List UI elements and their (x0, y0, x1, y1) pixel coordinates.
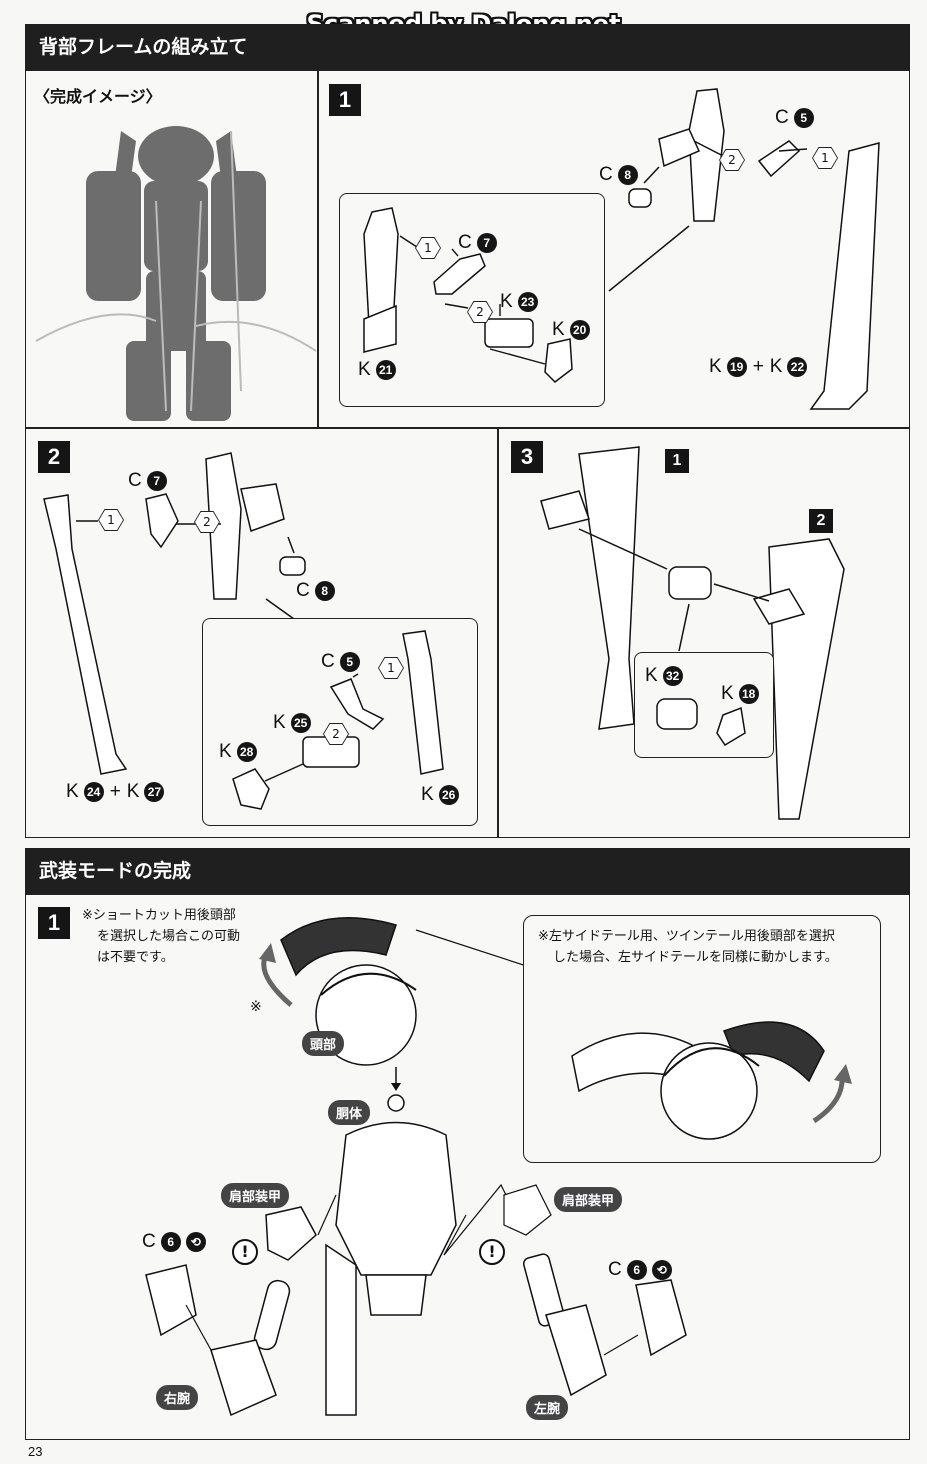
side-tail-note: ※左サイドテール用、ツインテール用後頭部を選択 した場合、左サイドテールを同様に… (538, 929, 838, 965)
step3-ref-1: 1 (665, 449, 689, 473)
step1-subassembly-diagram (363, 207, 573, 383)
side-tail-callout: ※左サイドテール用、ツインテール用後頭部を選択 した場合、左サイドテールを同様に… (523, 915, 881, 1163)
step3-subassembly-diagram (656, 698, 746, 747)
sub2-order-2: 2 (323, 723, 349, 745)
section-title-armed-mode: 武装モードの完成 (25, 848, 910, 894)
page-number: 23 (28, 1444, 43, 1459)
label-torso: 胴体 (328, 1100, 371, 1125)
step3-number: 3 (511, 441, 543, 473)
completed-figure-illustration (35, 126, 317, 421)
step2-order-2: 2 (194, 511, 220, 533)
step3-diagram (540, 446, 845, 820)
label-shoulder-armor-left: 肩部装甲 (221, 1183, 290, 1208)
swap-icon: ⟲ (185, 1232, 206, 1252)
sub1-order-1: 1 (415, 237, 441, 259)
label-head: 頭部 (302, 1031, 345, 1056)
label-shoulder-armor-right: 肩部装甲 (554, 1187, 623, 1212)
step1-order-1: 1 (812, 147, 838, 169)
warning-icon-right: ! (479, 1239, 505, 1265)
step2-diagram (43, 452, 306, 775)
sub1-order-2: 2 (467, 301, 493, 323)
side-tail-head-illustration (571, 1021, 852, 1140)
completed-image-panel: 〈完成イメージ〉 (25, 70, 318, 428)
section-title-back-frame: 背部フレームの組み立て (25, 24, 910, 70)
completed-image-caption: 〈完成イメージ〉 (34, 87, 162, 106)
step1-diagram (608, 88, 880, 410)
warning-icon-left: ! (232, 1239, 258, 1265)
step2-order-1: 1 (98, 509, 124, 531)
label-right-arm: 右腕 (156, 1385, 199, 1410)
armed-step-number: 1 (38, 907, 70, 939)
sub2-order-1: 1 (378, 657, 404, 679)
asterisk-mark: ※ (250, 999, 262, 1015)
armed-mode-panel: 1 ※ショートカット用後頭部 を選択した場合この可動 は不要です。 ※ (25, 894, 910, 1440)
step2-subassembly-diagram (232, 630, 444, 810)
label-left-arm: 左腕 (526, 1395, 569, 1420)
step3-ref-2: 2 (809, 509, 833, 533)
swap-icon: ⟲ (651, 1260, 672, 1280)
shortcut-note: ※ショートカット用後頭部 を選択した場合この可動 は不要です。 (82, 908, 241, 965)
step1-order-2: 2 (719, 149, 745, 171)
step2-number: 2 (38, 441, 70, 473)
step1-number: 1 (329, 84, 361, 116)
